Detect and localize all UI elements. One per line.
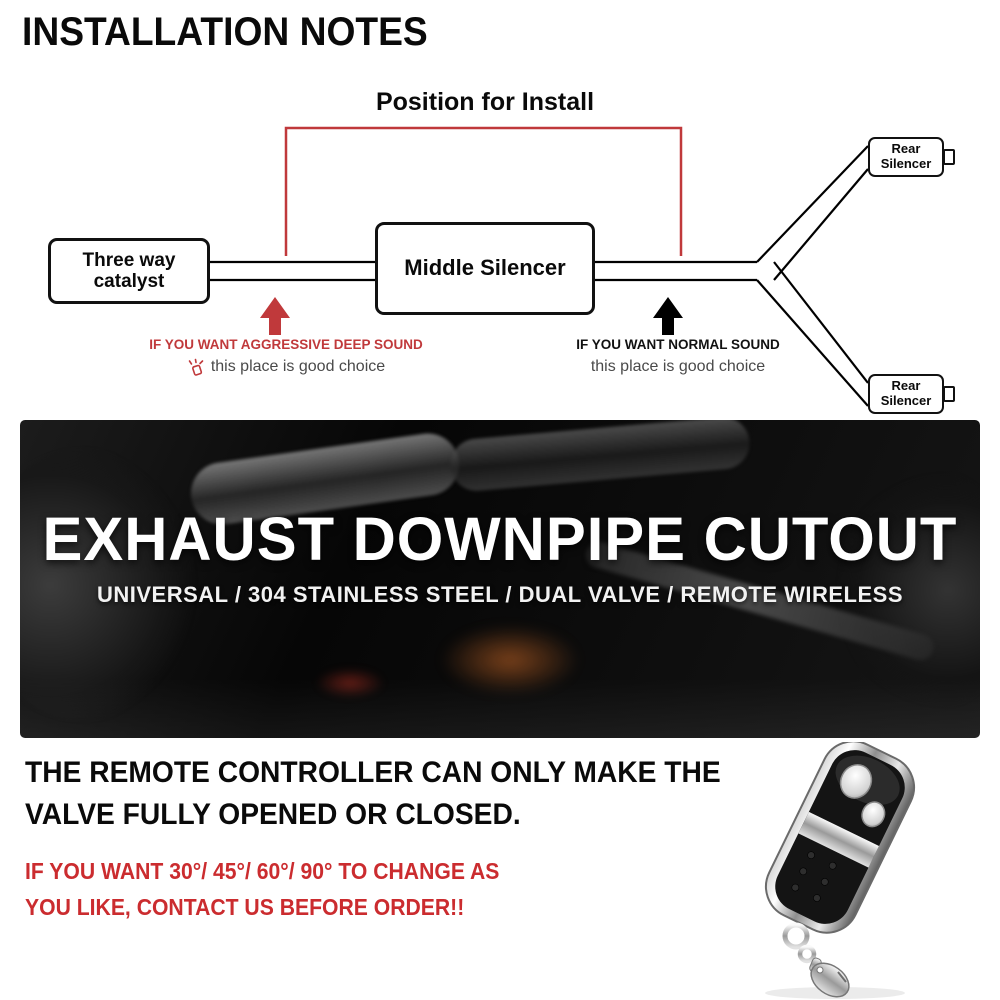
banner-photo-muffler-2 [448, 420, 752, 493]
banner-photo-floor [20, 678, 980, 738]
banner-subtitle: UNIVERSAL / 304 STAINLESS STEEL / DUAL V… [96, 582, 904, 607]
product-banner: EXHAUST DOWNPIPE CUTOUT UNIVERSAL / 304 … [20, 420, 980, 738]
three-way-catalyst-box: Three way catalyst [48, 238, 210, 304]
aggressive-position-arrow [260, 297, 290, 335]
banner-photo-glow [440, 625, 580, 695]
remote-statement-line2: VALVE FULLY OPENED OR CLOSED. [25, 798, 521, 831]
banner-photo-tire-left [20, 450, 200, 720]
middle-silencer-box: Middle Silencer [375, 222, 595, 315]
page-title: INSTALLATION NOTES [22, 10, 428, 54]
remote-open-button [839, 764, 873, 799]
rear-silencer-top-box: Rear Silencer [868, 137, 955, 177]
pipe-lines [210, 145, 869, 407]
exhaust-tip-bottom [943, 386, 955, 402]
remote-body [765, 742, 915, 934]
banner-photo-red-accent [315, 668, 385, 698]
normal-position-arrow [653, 297, 683, 335]
exhaust-diagram [210, 126, 869, 407]
snap-icon [188, 358, 204, 376]
angle-warning-line1: IF YOU WANT 30°/ 45°/ 60°/ 90° TO CHANGE… [25, 858, 500, 884]
remote-grip-dots [791, 851, 837, 902]
rear-silencer-top-label: Rear Silencer [880, 141, 932, 171]
install-range-bracket [284, 126, 683, 256]
banner-photo-tire-right [840, 470, 980, 710]
exhaust-tip-top [943, 149, 955, 165]
remote-close-button [861, 801, 886, 828]
position-for-install-label: Position for Install [375, 88, 595, 116]
keychain-clasp [782, 922, 850, 998]
banner-title: EXHAUST DOWNPIPE CUTOUT [42, 505, 958, 573]
aggressive-sound-subnote-text: this place is good choice [210, 358, 386, 375]
rear-silencer-bottom-label: Rear Silencer [880, 378, 932, 408]
rear-silencer-bottom-box: Rear Silencer [868, 374, 955, 414]
angle-warning-line2: YOU LIKE, CONTACT US BEFORE ORDER!! [25, 894, 465, 920]
normal-sound-note: IF YOU WANT NORMAL SOUND [576, 337, 780, 352]
remote-statement-line1: THE REMOTE CONTROLLER CAN ONLY MAKE THE [25, 756, 721, 789]
remote-chrome-band [798, 811, 879, 868]
normal-sound-subnote: this place is good choice [522, 358, 834, 376]
aggressive-sound-note: IF YOU WANT AGGRESSIVE DEEP SOUND [149, 337, 423, 352]
aggressive-sound-subnote: this place is good choice [130, 358, 442, 376]
normal-sound-subnote-text: this place is good choice [590, 358, 766, 375]
remote-controller-image [765, 742, 915, 999]
